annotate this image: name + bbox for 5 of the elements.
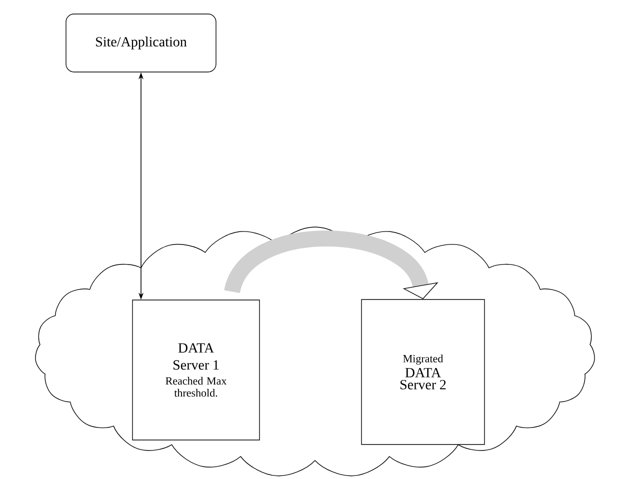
block-arrow bbox=[224, 230, 438, 300]
server-box: Migrated DATA Server 2 bbox=[361, 299, 485, 445]
cloud-shape bbox=[35, 226, 595, 476]
server-box: DATA Server 1 Reached Max threshold. bbox=[132, 300, 260, 440]
site-box: Site/Application bbox=[66, 14, 216, 72]
